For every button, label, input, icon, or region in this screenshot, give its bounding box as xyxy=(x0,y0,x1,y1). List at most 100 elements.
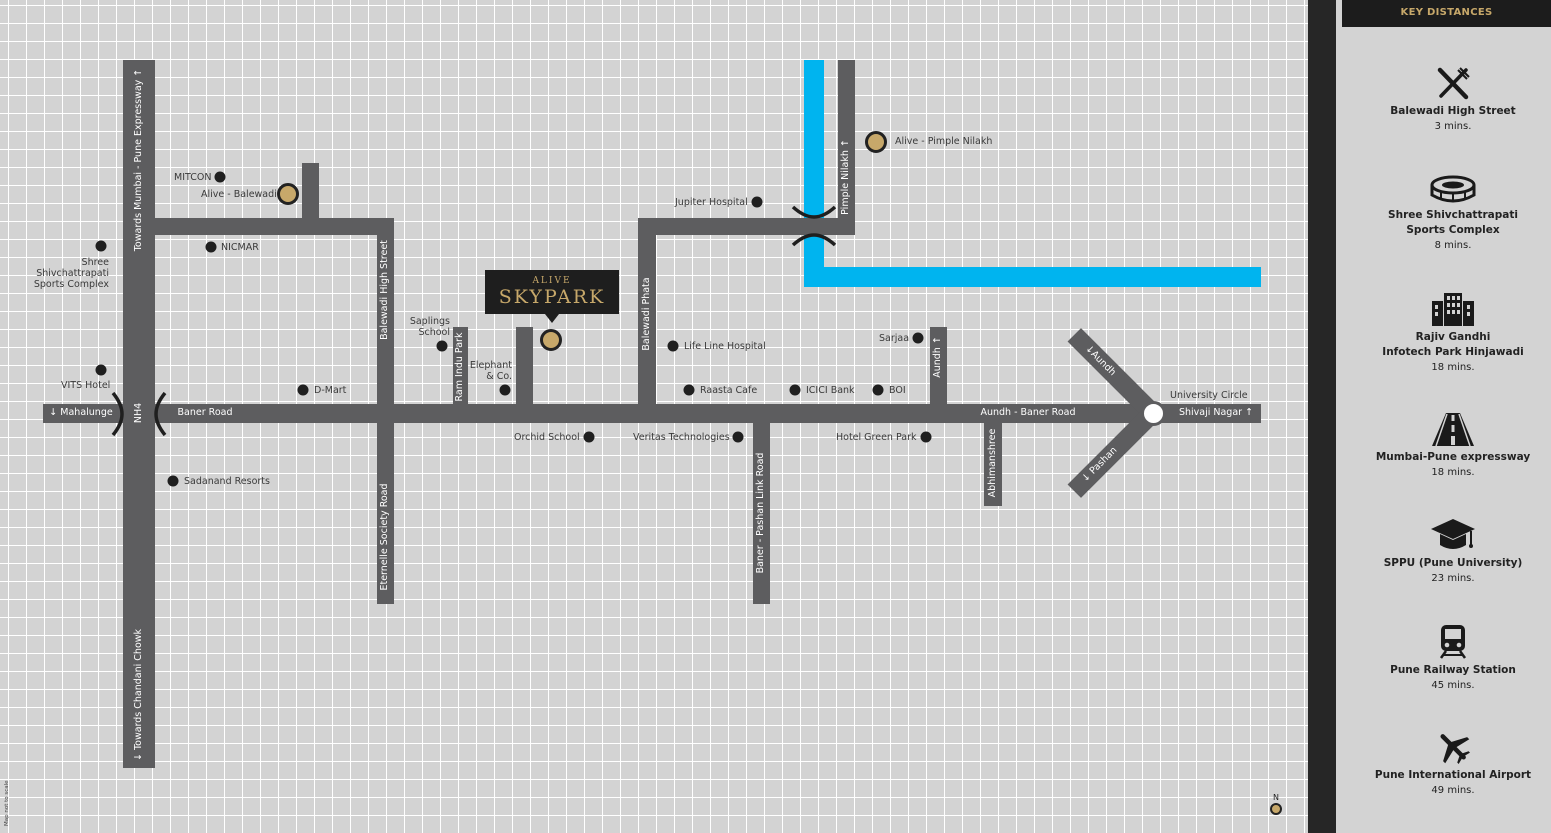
key-distance-item: SPPU (Pune University) 23 mins. xyxy=(1342,519,1551,586)
fork-knife-icon xyxy=(1437,67,1470,100)
key-distance-name: Rajiv Gandhi Infotech Park Hinjawadi xyxy=(1382,331,1524,358)
veritas-label: Veritas Technologies xyxy=(633,432,730,443)
mahalunge-label: ↓ Mahalunge xyxy=(49,407,113,418)
train-icon xyxy=(1439,625,1467,659)
aundh-label: Aundh ↑ xyxy=(932,336,943,378)
balewadi-high-street-road xyxy=(377,218,394,604)
icici-label: ICICI Bank xyxy=(806,385,855,396)
alive-pimple-nilakh-marker xyxy=(865,131,887,153)
bridge-icon xyxy=(111,391,167,437)
office-building-icon xyxy=(1432,293,1474,326)
road-segment xyxy=(516,327,533,406)
pimple-nilakh-label: Pimple Nilakh ↑ xyxy=(840,139,851,215)
key-distance-time: 49 mins. xyxy=(1431,785,1475,796)
river xyxy=(804,267,1261,287)
key-distance-time: 18 mins. xyxy=(1431,362,1475,373)
key-distance-name: Mumbai-Pune expressway xyxy=(1375,451,1531,463)
alive-skypark-logo: ALIVE SKYPARK xyxy=(485,270,619,323)
d-mart-label: D-Mart xyxy=(314,385,347,396)
veritas-marker xyxy=(732,431,744,443)
alive-skypark-marker xyxy=(540,329,562,351)
bridge-icon xyxy=(791,205,837,247)
key-distance-time: 45 mins. xyxy=(1431,680,1475,691)
key-distance-item: Rajiv Gandhi Infotech Park Hinjawadi 18 … xyxy=(1342,293,1551,375)
key-distance-time: 3 mins. xyxy=(1434,121,1472,132)
alive-balewadi-label: Alive - Balewadi xyxy=(201,189,277,200)
stadium-icon xyxy=(1430,175,1476,203)
shivaji-nagar-label: Shivaji Nagar ↑ xyxy=(1178,407,1254,418)
sarjaa-marker xyxy=(912,332,924,344)
airplane-icon xyxy=(1440,734,1470,764)
key-distance-time: 23 mins. xyxy=(1431,573,1475,584)
key-distance-item: Mumbai-Pune expressway 18 mins. xyxy=(1342,413,1551,480)
scale-note: Map not to scale xyxy=(4,780,10,826)
key-distance-time: 8 mins. xyxy=(1434,240,1472,251)
north-label: N xyxy=(1273,793,1279,802)
key-distances-heading: KEY DISTANCES xyxy=(1342,0,1551,27)
nicmar-marker xyxy=(205,241,217,253)
north-dot-icon xyxy=(1270,803,1282,815)
mitcon-label: MITCON xyxy=(174,172,212,183)
north-indicator: N xyxy=(1267,793,1285,815)
hotel-green-park-label: Hotel Green Park xyxy=(836,432,917,443)
river xyxy=(804,60,824,287)
university-circle-marker xyxy=(1141,401,1166,426)
road-segment xyxy=(155,218,394,235)
baner-road-label: Baner Road xyxy=(177,407,233,418)
road-segment xyxy=(638,218,854,235)
elephant-marker xyxy=(499,384,511,396)
ram-indu-park-road xyxy=(453,327,468,406)
location-map: NH4 Towards Mumbai - Pune Expressway ↑ ↓… xyxy=(0,0,1308,833)
icici-marker xyxy=(789,384,801,396)
sarjaa-label: Sarjaa xyxy=(879,333,910,344)
balewadi-high-street-label: Balewadi High Street xyxy=(379,240,390,340)
logo-line2: SKYPARK xyxy=(498,286,606,308)
life-line-marker xyxy=(667,340,679,352)
nh4-label: NH4 xyxy=(133,402,144,424)
logo-line1: ALIVE xyxy=(532,276,572,286)
key-distance-time: 18 mins. xyxy=(1431,467,1475,478)
hotel-green-park-marker xyxy=(920,431,932,443)
aundh-road xyxy=(930,327,947,406)
shree-sports-marker xyxy=(95,240,107,252)
towards-mumbai-label: Towards Mumbai - Pune Expressway ↑ xyxy=(133,68,144,252)
saplings-label: Saplings School xyxy=(409,316,450,338)
jupiter-marker xyxy=(751,196,763,208)
sadanand-marker xyxy=(167,475,179,487)
key-distance-name: Pune Railway Station xyxy=(1390,664,1516,676)
key-distance-item: Shree Shivchattrapati Sports Complex 8 m… xyxy=(1342,174,1551,253)
key-distance-name: Balewadi High Street xyxy=(1390,105,1516,117)
vits-hotel-label: VITS Hotel xyxy=(61,380,111,391)
shree-sports-label: Shree Shivchattrapati Sports Complex xyxy=(33,257,109,290)
key-distance-name: Pune International Airport xyxy=(1374,769,1532,781)
road-segment xyxy=(302,163,319,220)
orchid-label: Orchid School xyxy=(514,432,580,443)
raasta-label: Raasta Cafe xyxy=(700,385,758,396)
nicmar-label: NICMAR xyxy=(221,242,259,253)
abhimanshree-road xyxy=(984,421,1002,506)
university-circle-label: University Circle xyxy=(1170,390,1248,401)
alive-pimple-nilakh-label: Alive - Pimple Nilakh xyxy=(895,136,993,147)
panel-divider xyxy=(1308,0,1336,833)
key-distance-item: Pune Railway Station 45 mins. xyxy=(1342,625,1551,693)
life-line-label: Life Line Hospital xyxy=(684,341,766,352)
saplings-marker xyxy=(436,340,448,352)
graduation-cap-icon xyxy=(1431,519,1475,549)
baner-pashan-link-label: Baner - Pashan Link Road xyxy=(755,452,766,574)
balewadi-phata-label: Balewadi Phata xyxy=(641,277,652,351)
elephant-label: Elephant & Co. xyxy=(469,360,512,382)
towards-chandani-label: ↓ Towards Chandani Chowk xyxy=(133,628,144,762)
alive-balewadi-marker xyxy=(277,183,299,205)
pimple-nilakh-road xyxy=(838,60,855,235)
raasta-marker xyxy=(683,384,695,396)
baner-pashan-link-road xyxy=(753,421,770,604)
key-distance-name: SPPU (Pune University) xyxy=(1383,557,1523,569)
key-distance-name: Shree Shivchattrapati Sports Complex xyxy=(1388,209,1518,236)
baner-road xyxy=(43,404,1261,423)
eternelle-society-road-label: Eternelle Society Road xyxy=(379,483,390,591)
boi-marker xyxy=(872,384,884,396)
key-distances-panel: KEY DISTANCES Balewadi High Street 3 min… xyxy=(1336,0,1551,833)
highway-icon xyxy=(1432,413,1474,446)
key-distance-item: Pune International Airport 49 mins. xyxy=(1342,730,1551,798)
balewadi-phata-road xyxy=(638,218,656,406)
